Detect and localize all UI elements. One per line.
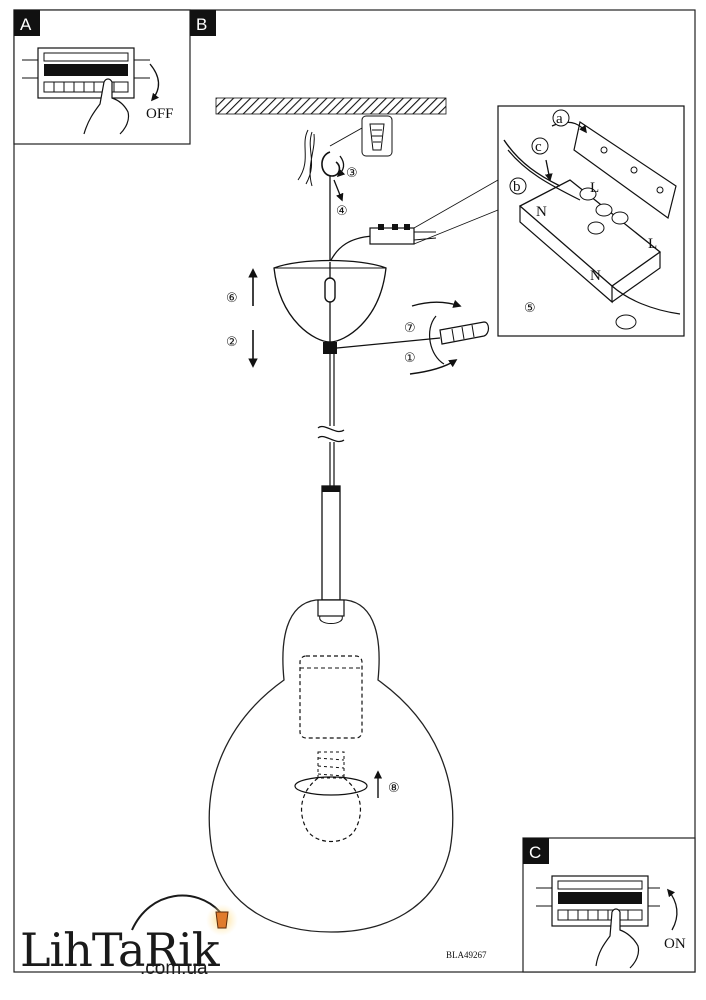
terminal-label-n-bottom: N	[590, 268, 601, 284]
hand-c	[595, 908, 640, 969]
rotate-ellipse	[428, 315, 445, 365]
breaker-box-a	[22, 47, 150, 99]
watermark-brand: LihTaRik	[20, 923, 221, 977]
breaker-box-c	[536, 875, 660, 927]
off-label: OFF	[146, 106, 174, 122]
terminal-block	[369, 224, 437, 245]
detail-b-circle	[509, 177, 527, 195]
detail-leader-1	[413, 179, 499, 229]
rotate-arrow-on	[667, 888, 678, 931]
detail-c-circle	[531, 137, 549, 155]
hand-a	[83, 78, 130, 135]
panel-a-letter: A	[20, 15, 32, 34]
connector-detail-panel	[497, 105, 685, 337]
detail-c-label: c	[535, 139, 542, 155]
step-5-label: ⑤	[524, 301, 536, 316]
step-3-label: ③	[346, 166, 358, 181]
step-4-arrow	[333, 179, 344, 202]
socket-dashed	[299, 655, 363, 739]
step-6-label: ⑥	[226, 291, 238, 306]
watermark-domain: .com.ua	[140, 958, 208, 979]
step-1-arrow	[409, 359, 458, 375]
ceiling-hatch	[215, 97, 447, 115]
glass-shade	[208, 599, 454, 933]
on-label: ON	[664, 936, 686, 952]
wall-plug-icon	[361, 115, 393, 157]
step-7-arrow	[411, 299, 462, 308]
panel-a-letter-box	[14, 10, 40, 36]
cord-break-mark	[317, 426, 345, 442]
lantern-hook	[131, 894, 221, 931]
shade-collar	[317, 599, 345, 617]
step-3-arrow	[336, 155, 346, 178]
bulb-ring	[294, 776, 368, 796]
step-2-label: ②	[226, 335, 238, 350]
detail-leader-2	[413, 209, 499, 245]
rotate-arrow-off	[149, 63, 160, 102]
supply-cable	[329, 235, 373, 263]
bulb-dashed	[300, 751, 362, 842]
panel-b-letter-box	[190, 10, 216, 36]
ceiling-wires	[297, 129, 315, 187]
panel-a: A OFF	[13, 9, 191, 145]
outer-frame	[13, 9, 696, 973]
lantern-icon	[215, 911, 229, 929]
model-code: BLA49267	[446, 950, 487, 960]
canopy-hook-link	[324, 277, 336, 303]
cord-grip	[323, 342, 337, 354]
watermark-logo: LihTaRik .com.ua	[20, 894, 238, 979]
terminal-label-n-left: N	[536, 204, 547, 220]
holder-tube	[321, 485, 341, 601]
step-8-label: ⑧	[388, 781, 400, 796]
panel-c-letter-box	[523, 838, 549, 864]
detail-a-label: a	[556, 111, 563, 127]
terminal-label-l-right: L	[648, 236, 657, 252]
screw-guide-line	[329, 127, 363, 147]
panel-c: C ON	[522, 837, 696, 973]
screwdriver-icon	[336, 321, 490, 349]
detail-a-circle	[552, 109, 570, 127]
panel-b-letter: B	[196, 15, 207, 34]
step-1-label: ①	[404, 351, 416, 366]
step-4-label: ④	[336, 204, 348, 219]
detail-b-label: b	[513, 179, 521, 195]
panel-c-letter: C	[529, 843, 541, 862]
step-7-label: ⑦	[404, 321, 416, 336]
ceiling-hook	[321, 151, 341, 177]
terminal-label-l-top: L	[590, 180, 599, 196]
